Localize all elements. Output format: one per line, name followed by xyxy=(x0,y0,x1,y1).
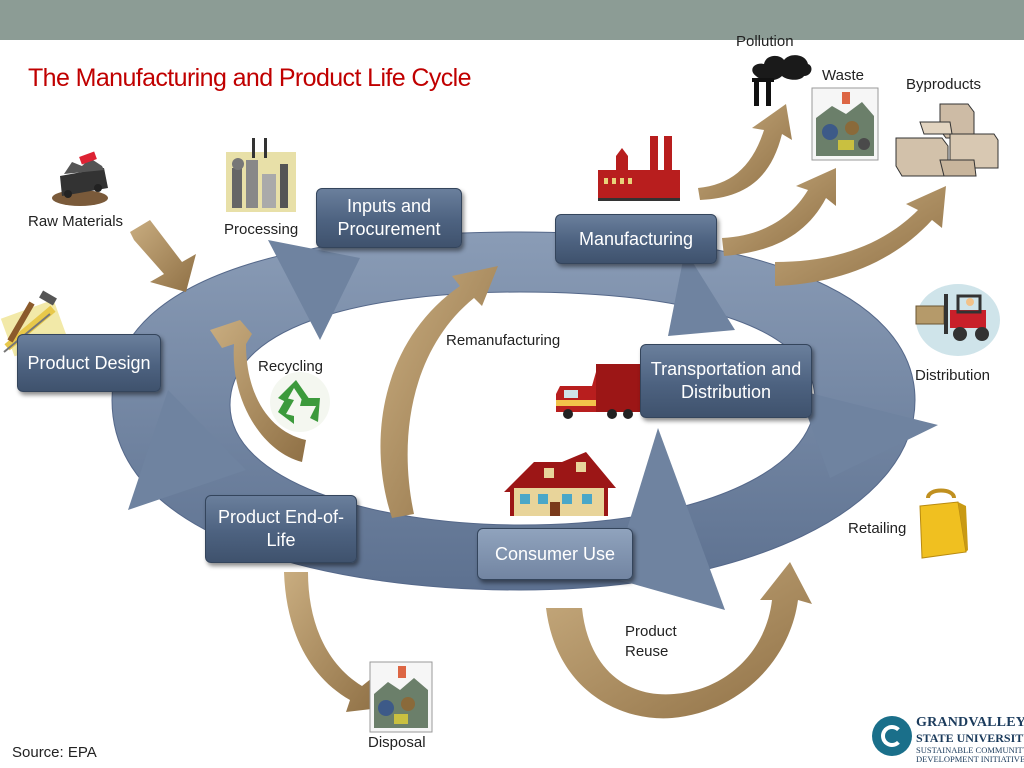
cycle-arrowhead-bottom xyxy=(612,428,725,610)
logo-line-4: DEVELOPMENT INITIATIVE xyxy=(916,754,1024,764)
label-processing: Processing xyxy=(224,221,299,238)
waste-arrow xyxy=(722,168,836,256)
node-consumer-use: Consumer Use xyxy=(477,528,633,580)
label-waste: Waste xyxy=(822,67,864,84)
label-recycling: Recycling xyxy=(258,358,324,375)
logo-line-3: SUSTAINABLE COMMUNITY xyxy=(916,745,1024,755)
label-raw-materials: Raw Materials xyxy=(28,213,124,230)
node-product-design: Product Design xyxy=(17,334,161,392)
logo-line-2: STATE UNIVERSITY xyxy=(916,731,1024,745)
processing-icon xyxy=(226,138,296,212)
label-product-reuse: Product Reuse xyxy=(625,623,677,660)
cycle-arrowhead-right-top xyxy=(668,250,735,336)
raw-materials-arrow xyxy=(130,220,196,292)
cycle-arrowhead-right xyxy=(798,390,938,478)
waste-icon xyxy=(811,87,879,161)
recycling-arrow xyxy=(210,320,306,462)
label-byproducts: Byproducts xyxy=(906,76,982,93)
pollution-icon xyxy=(752,55,812,106)
node-transportation-distribution: Transportation and Distribution xyxy=(640,344,812,418)
byproducts-icon xyxy=(895,103,999,177)
label-remanufacturing: Remanufacturing xyxy=(446,332,561,349)
truck-icon xyxy=(556,364,640,419)
label-distribution: Distribution xyxy=(915,367,991,384)
disposal-arrow xyxy=(284,572,380,712)
label-disposal: Disposal xyxy=(368,734,426,751)
product-reuse-arrow xyxy=(546,562,812,719)
recycling-icon xyxy=(270,372,330,432)
disposal-icon xyxy=(369,661,433,733)
gvsu-logo: GRANDVALLEY STATE UNIVERSITY SUSTAINABLE… xyxy=(872,714,1024,764)
pollution-arrow xyxy=(698,104,792,200)
label-retailing: Retailing xyxy=(848,520,907,537)
house-icon xyxy=(504,452,616,516)
slide-title: The Manufacturing and Product Life Cycle xyxy=(28,64,472,92)
top-bar xyxy=(0,0,1024,40)
cycle-arrowhead-top xyxy=(268,240,360,340)
byproducts-arrow xyxy=(775,186,946,286)
node-manufacturing: Manufacturing xyxy=(555,214,717,264)
logo-line-1: GRANDVALLEY xyxy=(916,715,1024,730)
distribution-icon xyxy=(915,284,1000,356)
shopping-bag-icon xyxy=(919,488,968,559)
cycle-arrowhead-left xyxy=(128,390,246,510)
source-note: Source: EPA xyxy=(12,744,97,761)
logo-seal-icon xyxy=(872,716,912,756)
node-inputs-procurement: Inputs and Procurement xyxy=(316,188,462,248)
factory-icon xyxy=(598,136,680,201)
node-product-end-of-life: Product End-of-Life xyxy=(205,495,357,563)
remanufacturing-arrow xyxy=(380,266,498,518)
label-pollution: Pollution xyxy=(736,33,794,50)
raw-materials-icon xyxy=(52,151,108,206)
